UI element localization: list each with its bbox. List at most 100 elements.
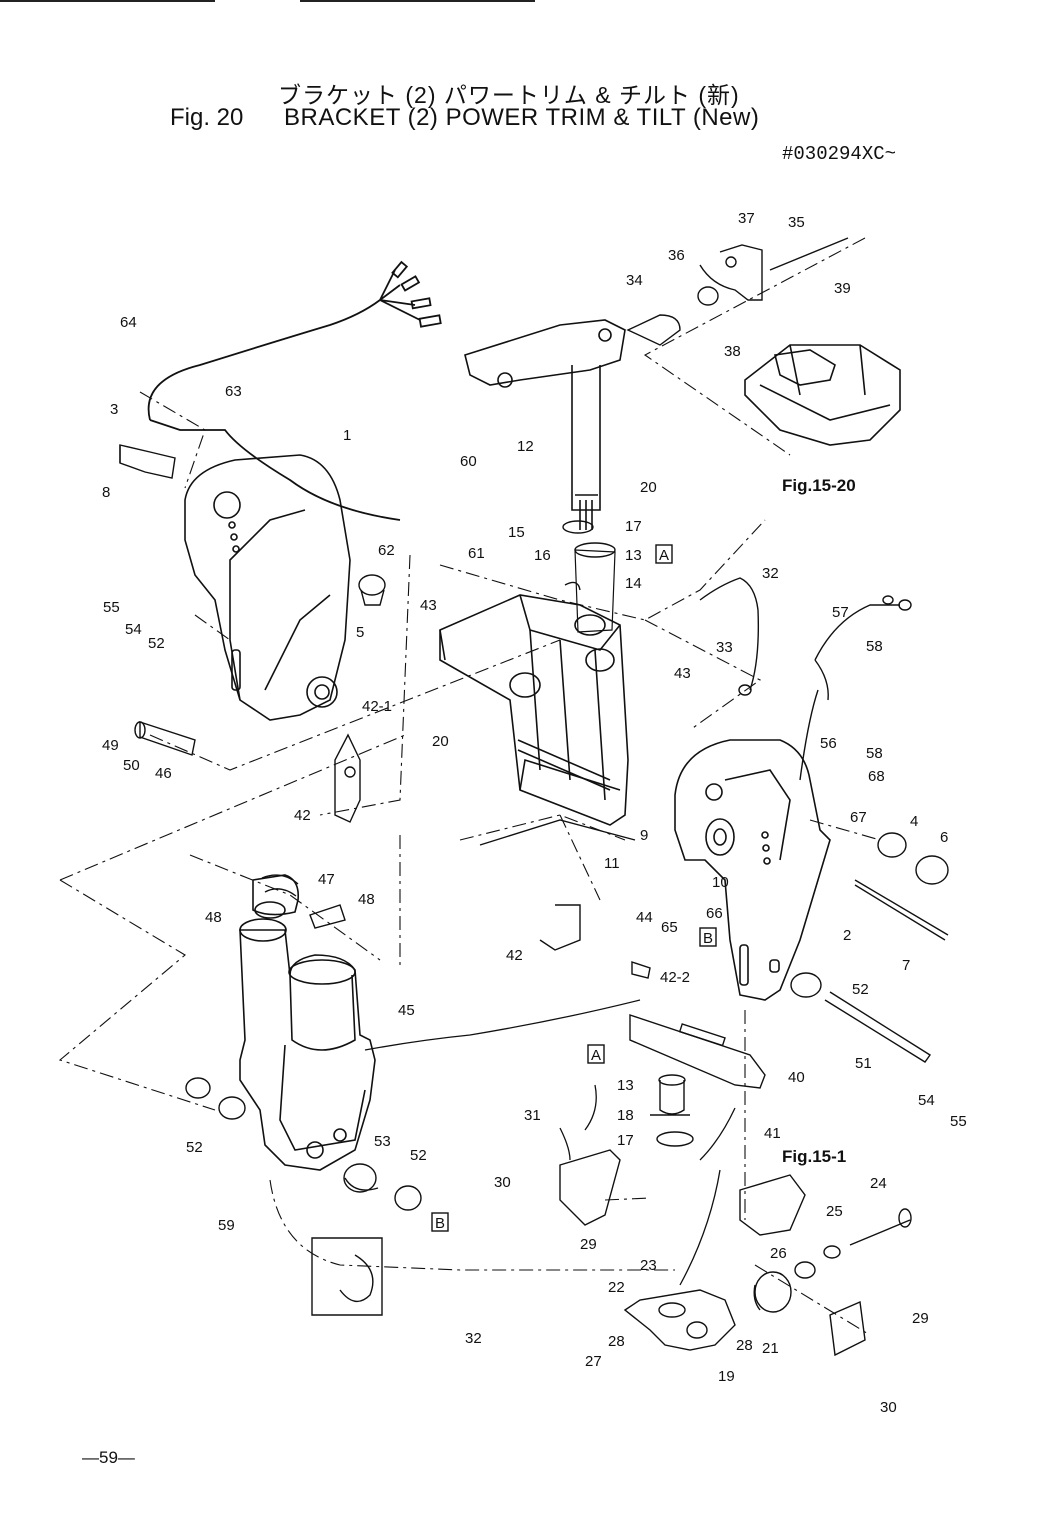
reference-labels: Fig.15-20 Fig.15-1 A A B B	[431, 476, 856, 1232]
part-label: 52	[852, 981, 869, 998]
small-parts	[119, 237, 949, 1357]
part-label: 52	[410, 1147, 427, 1164]
part-label: 13	[625, 547, 642, 564]
part-label: 55	[950, 1113, 967, 1130]
ref-box-b-bottom: B	[435, 1215, 445, 1232]
part-label: 66	[706, 905, 723, 922]
part-label: 27	[585, 1353, 602, 1370]
ref-box-a-bottom: A	[591, 1047, 601, 1064]
part-label: 3	[110, 401, 118, 418]
page-number: —59—	[82, 1448, 135, 1467]
part-label: 48	[358, 891, 375, 908]
part-label: 34	[626, 272, 643, 289]
part-label: 47	[318, 871, 335, 888]
part-label: 62	[378, 542, 395, 559]
part-label: 32	[465, 1330, 482, 1347]
part-label: 21	[762, 1340, 779, 1357]
part-label: 8	[102, 484, 110, 501]
part-label: 61	[468, 545, 485, 562]
part-label: 25	[826, 1203, 843, 1220]
header: ブラケット (2) パワートリム & チルト (新) Fig. 20 BRACK…	[0, 0, 1050, 200]
part-label: 20	[640, 479, 657, 496]
part-label: 67	[850, 809, 867, 826]
part-label: 41	[764, 1125, 781, 1142]
part-label: 30	[880, 1399, 897, 1416]
ground-wire-31	[559, 1084, 736, 1286]
part-label: 18	[617, 1107, 634, 1124]
part-label: 58	[866, 638, 883, 655]
part-label: 50	[123, 757, 140, 774]
part-label: 58	[866, 745, 883, 762]
part-label: 17	[617, 1132, 634, 1149]
part-label: 42	[294, 807, 311, 824]
wiring-harness	[147, 260, 442, 521]
steering-arm-12	[464, 319, 626, 530]
part-label: 14	[625, 575, 642, 592]
part-label: 59	[218, 1217, 235, 1234]
part-label: 40	[788, 1069, 805, 1086]
part-label: 29	[580, 1236, 597, 1253]
part-label: 54	[918, 1092, 935, 1109]
part-label: 55	[103, 599, 120, 616]
part-label: 33	[716, 639, 733, 656]
part-label: 54	[125, 621, 142, 638]
serial-range: #030294XC~	[782, 143, 897, 165]
part-label: 31	[524, 1107, 541, 1124]
part-label: 16	[534, 547, 551, 564]
part-label: 17	[625, 518, 642, 535]
part-label: 12	[517, 438, 534, 455]
part-label: 35	[788, 214, 805, 231]
part-label: 19	[718, 1368, 735, 1385]
part-label: 42-1	[362, 698, 392, 715]
part-label: 53	[374, 1133, 391, 1150]
ref-box-b-right: B	[703, 930, 713, 947]
part-label: 20	[432, 733, 449, 750]
part-label: 48	[205, 909, 222, 926]
bracket-1	[184, 454, 351, 721]
swivel-bracket-11	[439, 594, 629, 826]
part-label: 30	[494, 1174, 511, 1191]
part-label: 45	[398, 1002, 415, 1019]
part-label: 26	[770, 1245, 787, 1262]
part-label: 42-2	[660, 969, 690, 986]
part-label: 1	[343, 427, 351, 444]
figure-number: Fig. 20	[170, 104, 244, 131]
part-label: 64	[120, 314, 137, 331]
ground-harness	[699, 577, 912, 781]
part-label: 46	[155, 765, 172, 782]
part-label: 13	[617, 1077, 634, 1094]
top-rule-center	[300, 0, 535, 2]
part-label: 68	[868, 768, 885, 785]
part-label: 29	[912, 1310, 929, 1327]
ref-box-a-top: A	[659, 547, 669, 564]
ref-fig15-20: Fig.15-20	[782, 476, 856, 495]
part-label: 60	[460, 453, 477, 470]
part-label: 63	[225, 383, 242, 400]
part-label: 65	[661, 919, 678, 936]
part-label: 52	[148, 635, 165, 652]
part-label: 38	[724, 343, 741, 360]
part-label: 5	[356, 624, 364, 641]
part-label: 51	[855, 1055, 872, 1072]
top-rule-left	[0, 0, 215, 2]
part-label: 7	[902, 957, 910, 974]
part-label: 39	[834, 280, 851, 297]
part-label: 56	[820, 735, 837, 752]
part-label: 43	[674, 665, 691, 682]
part-label: 2	[843, 927, 851, 944]
bracket-2	[674, 739, 831, 1001]
ref-fig15-1: Fig.15-1	[782, 1147, 846, 1166]
fig15-20-housing	[744, 344, 901, 446]
part-label: 6	[940, 829, 948, 846]
part-label: 37	[738, 210, 755, 227]
figure-title: BRACKET (2) POWER TRIM & TILT (New)	[284, 104, 760, 131]
part-label: 43	[420, 597, 437, 614]
title-japanese: ブラケット (2) パワートリム & チルト (新)	[278, 82, 740, 108]
part-label: 52	[186, 1139, 203, 1156]
part-label: 9	[640, 827, 648, 844]
part-label: 23	[640, 1257, 657, 1274]
part-label: 11	[604, 855, 620, 872]
assembly-lines	[58, 237, 881, 1336]
part-label: 36	[668, 247, 685, 264]
